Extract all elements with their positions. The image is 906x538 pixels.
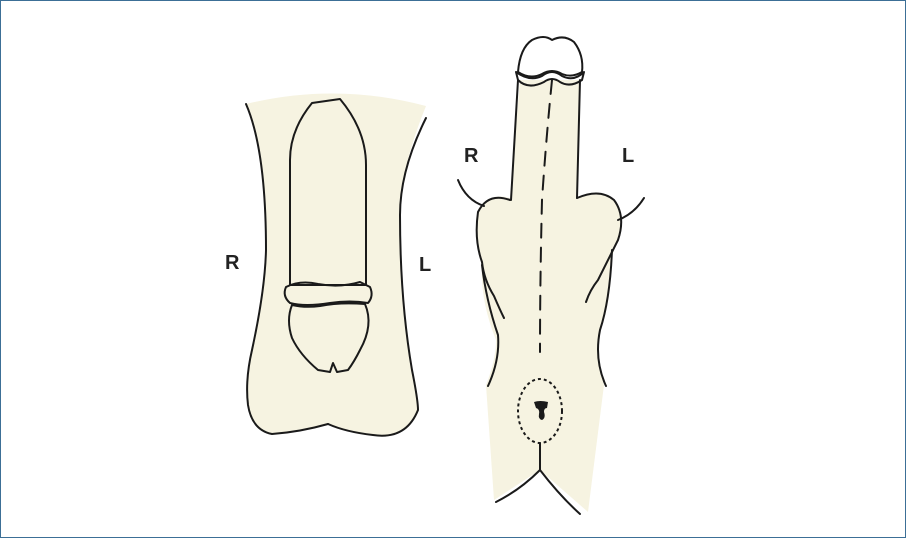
flank-curve-r [458, 180, 484, 206]
right-figure-label-r: R [464, 145, 479, 167]
flank-curve-l [618, 198, 644, 220]
left-figure: R L [225, 93, 431, 435]
left-limb-fill [246, 93, 426, 435]
left-figure-label-r: R [225, 252, 240, 274]
left-figure-label-l: L [419, 254, 431, 276]
right-figure: R L [458, 37, 644, 514]
right-figure-label-l: L [622, 145, 634, 167]
glans [518, 37, 582, 77]
